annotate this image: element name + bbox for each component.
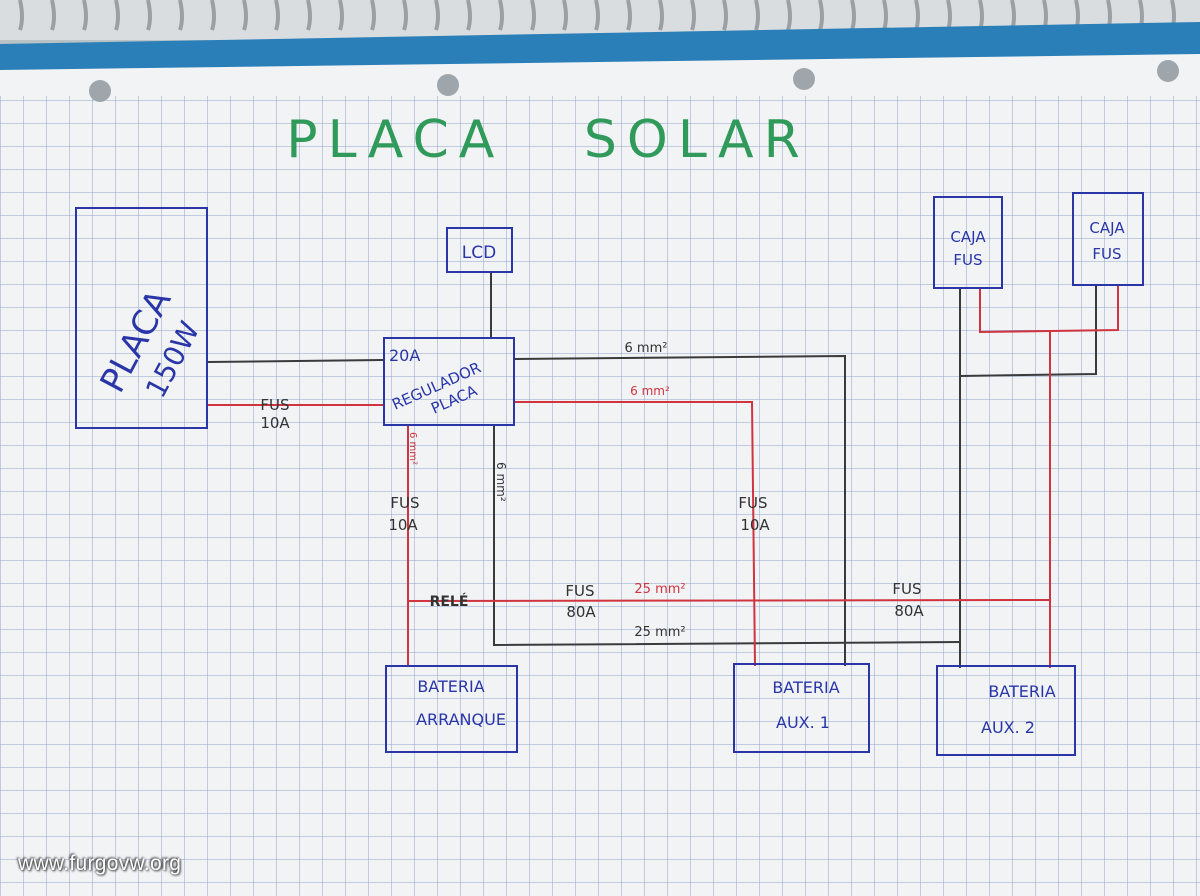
- fuse-relay-line1: FUS: [565, 582, 594, 600]
- solar-panel-box: [75, 207, 208, 429]
- wire-panel-regulator-black: [206, 359, 385, 363]
- fuse-aux1-line1: FUS: [738, 494, 767, 512]
- fuse-aux2-line2: 80A: [894, 602, 924, 620]
- fuse-box-2-line2: FUS: [1092, 245, 1121, 263]
- wire-regulator-bottom-black: [493, 425, 961, 647]
- wire-vert-black-label: 6 mm²: [494, 462, 508, 502]
- regulator-box: [383, 337, 515, 426]
- wire-regulator-aux1-black: [513, 354, 846, 666]
- fuse-aux2-line1: FUS: [892, 580, 921, 598]
- wire-bottom-red-label: 25 mm²: [634, 582, 685, 597]
- site-watermark: www.furgovw.org: [18, 852, 182, 875]
- lcd-label: LCD: [462, 243, 496, 263]
- wire-vert-red-label: 6 mm²: [407, 432, 418, 465]
- regulator-rating: 20A: [389, 346, 420, 365]
- battery-aux1-line1: BATERIA: [772, 678, 839, 697]
- fuse-box-2: [1072, 192, 1144, 286]
- fuse-start-line2: 10A: [388, 516, 418, 534]
- battery-aux2-line2: AUX. 2: [981, 718, 1035, 737]
- fuse-relay-line2: 80A: [566, 603, 596, 621]
- black-wires: [206, 272, 1097, 668]
- wire-bottom-bus-red: [407, 599, 1051, 602]
- wire-regulator-aux1-red: [514, 401, 756, 667]
- fuse-aux1-line2: 10A: [740, 516, 770, 534]
- battery-aux2-line1: BATERIA: [988, 682, 1055, 701]
- fuse-box-1-line1: CAJA: [950, 228, 986, 246]
- fuse-start-line1: FUS: [390, 494, 419, 512]
- battery-aux2-box: [936, 665, 1076, 756]
- battery-start-box: [385, 665, 518, 753]
- lcd-box: [446, 227, 513, 273]
- fuse-panel-line1: FUS: [260, 396, 289, 414]
- red-wires: [208, 286, 1119, 668]
- punch-holes: [89, 60, 1179, 102]
- battery-start-line2: ARRANQUE: [416, 710, 506, 729]
- grid-paper: [0, 96, 1200, 896]
- wire-bottom-black-label: 25 mm²: [634, 625, 685, 640]
- battery-start-line1: BATERIA: [417, 677, 484, 696]
- battery-aux1-line2: AUX. 1: [776, 713, 830, 732]
- fuse-box-1-line2: FUS: [953, 251, 982, 269]
- fuse-panel-line2: 10A: [260, 414, 290, 432]
- wire-top-red-label: 6 mm²: [630, 384, 670, 398]
- wire-fusebox2-black: [959, 286, 1097, 377]
- fuse-box-1: [933, 196, 1003, 289]
- wire-top-black-label: 6 mm²: [625, 341, 668, 356]
- battery-aux1-box: [733, 663, 870, 753]
- fuse-box-2-line1: CAJA: [1089, 219, 1125, 237]
- diagram-title: PLACA SOLAR: [286, 110, 809, 170]
- relay-label: RELÉ: [430, 593, 469, 610]
